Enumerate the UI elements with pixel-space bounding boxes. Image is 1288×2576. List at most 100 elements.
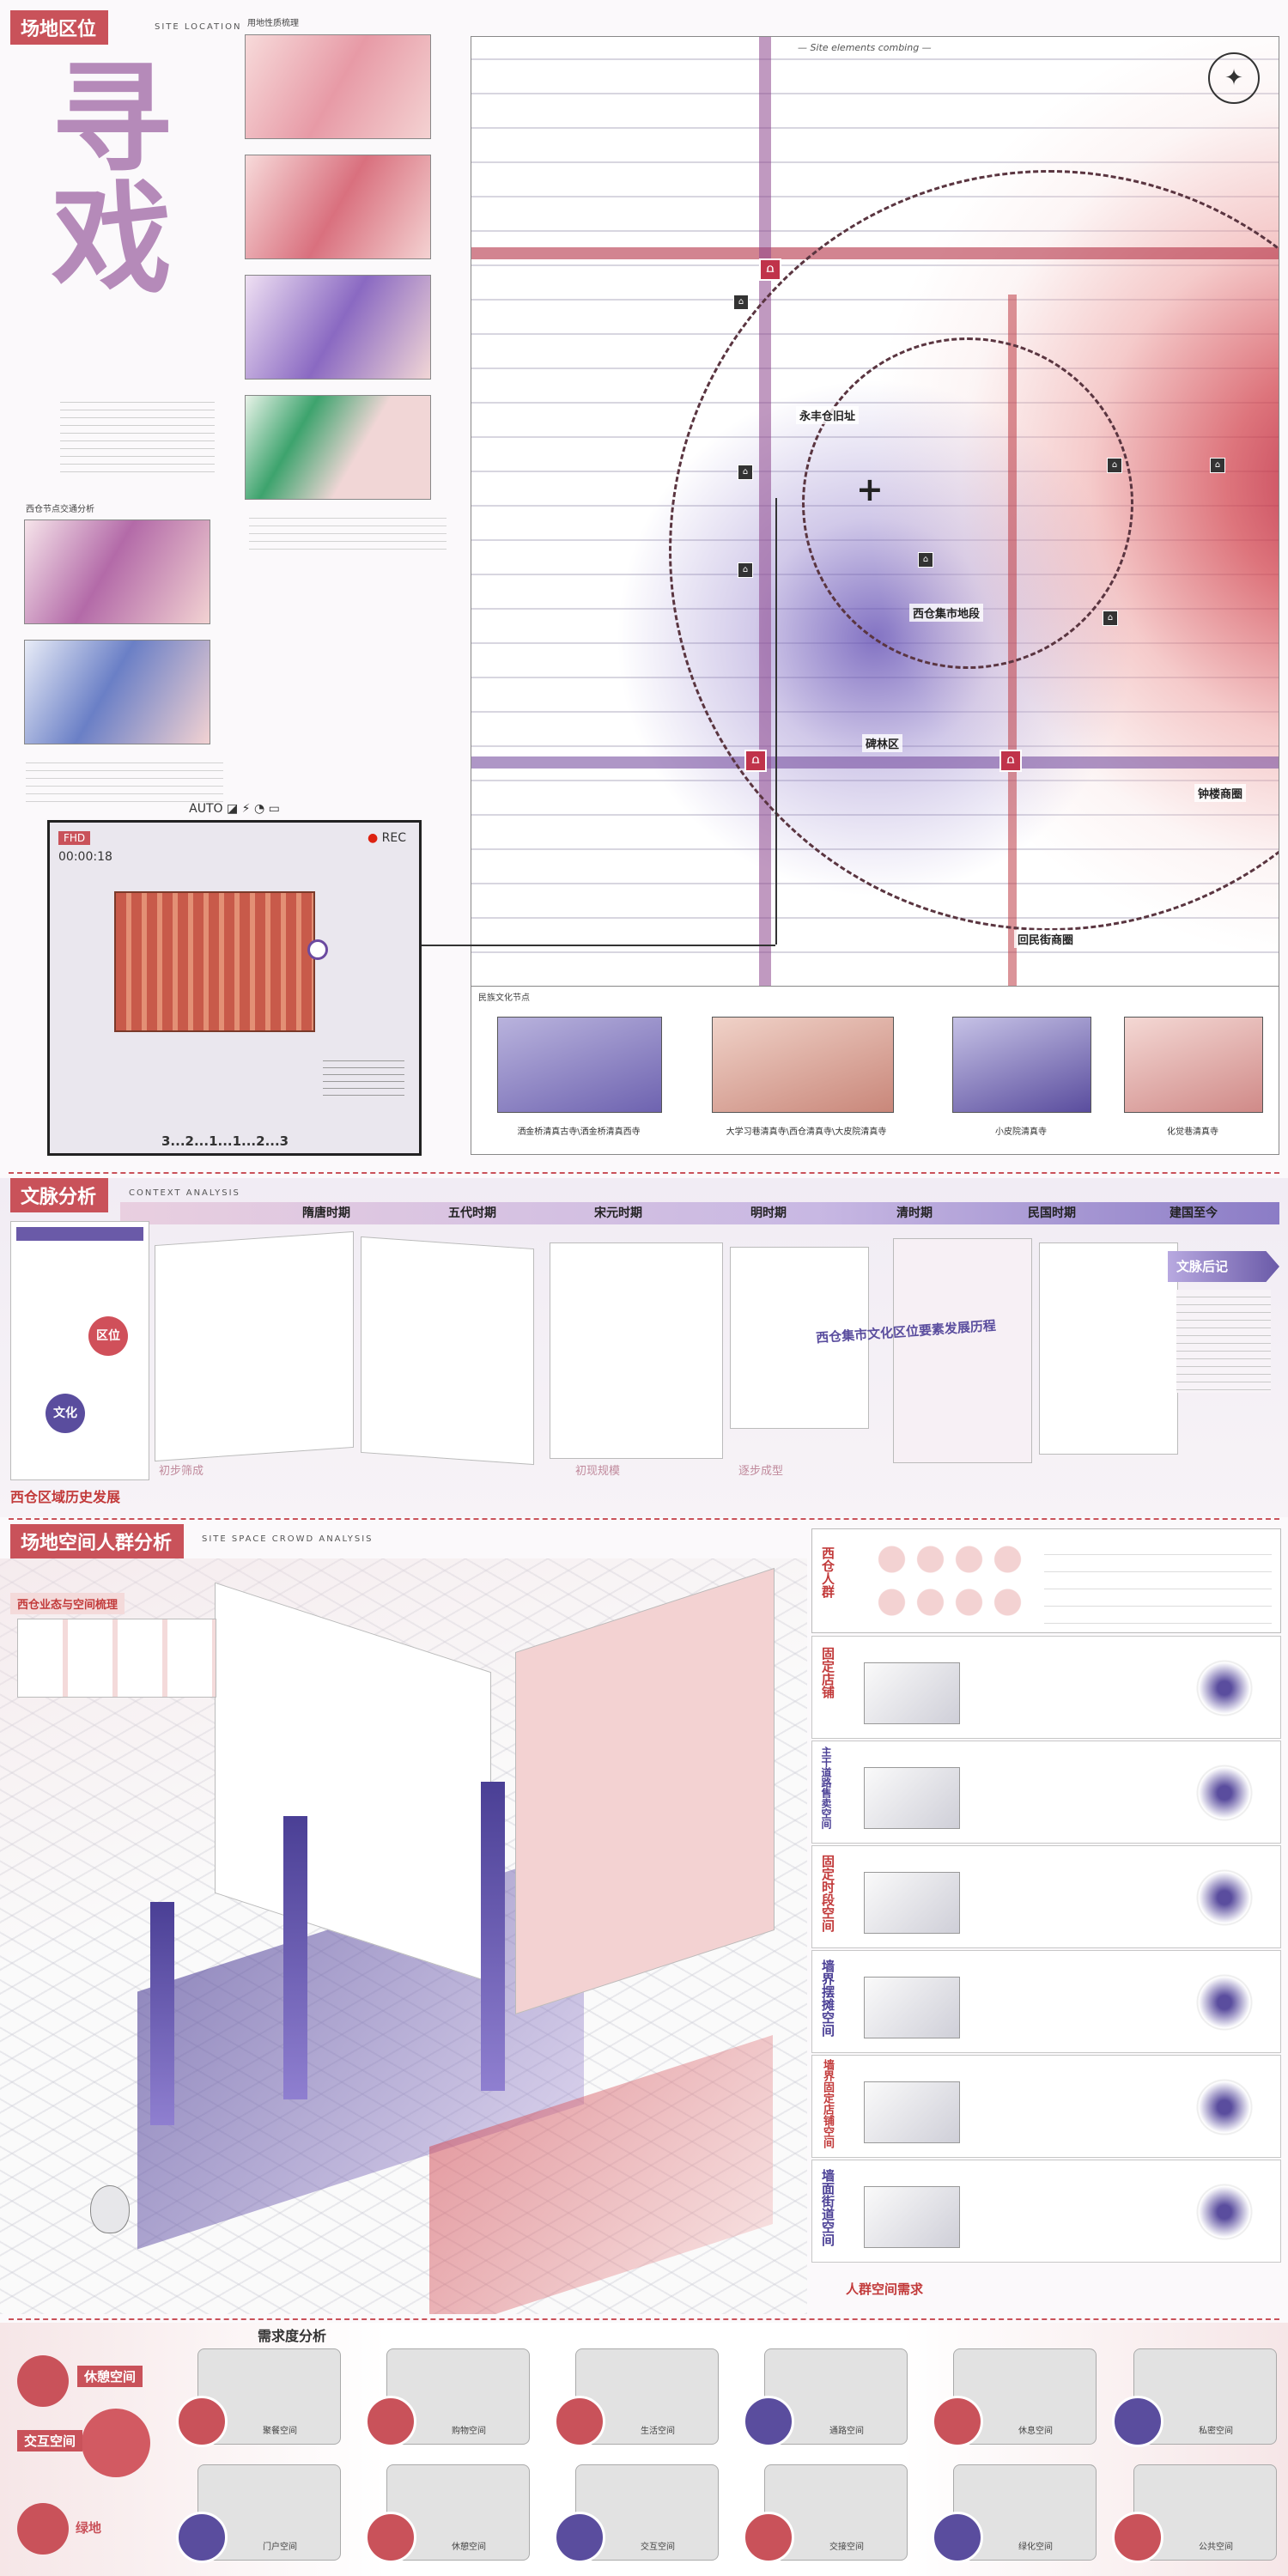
need-circle (932, 2396, 983, 2447)
landuse-map-1 (245, 34, 431, 139)
need-circle (1112, 2396, 1163, 2447)
label-yongfeng: 永丰仓旧址 (796, 406, 860, 424)
analysis-row: 墙界固定店铺空间 (811, 2055, 1281, 2158)
label-huimin: 回民街商圈 (1014, 930, 1078, 948)
section-title-en: SITE SPACE CROWD ANALYSIS (202, 1534, 374, 1544)
camera-focus-marker (307, 939, 328, 960)
need-card-label: 通路空间 (829, 2427, 864, 2436)
need-card-label: 生活空间 (641, 2427, 675, 2436)
label-beilin: 碑林区 (862, 734, 903, 752)
section-title: 场地空间人群分析 (10, 1524, 185, 1558)
period-label: 五代时期 (448, 1206, 496, 1220)
landuse-map-2 (245, 155, 431, 259)
history-label: 西仓区域历史发展 (10, 1489, 121, 1505)
row-building (864, 1872, 960, 1934)
demand-label-rest: 休憩空间 (77, 2366, 143, 2387)
mosque-photo-group-2 (712, 1017, 894, 1113)
crowd-panel: 西仓人群 (811, 1528, 1281, 1633)
gate-icon: ⩍ (759, 258, 781, 281)
demand-circle-green (17, 2503, 69, 2555)
traffic-label: 西仓节点交通分析 (26, 505, 94, 514)
camera-fhd-badge: FHD (58, 831, 91, 845)
row-star-diagram (1182, 1649, 1267, 1727)
left-label: 西仓业态与空间梳理 (10, 1593, 125, 1614)
mosque-photo-group-4 (1124, 1017, 1263, 1113)
row-star-diagram (1182, 1754, 1267, 1832)
rec-label: REC (381, 831, 407, 845)
section-demand: 需求度分析 休憩空间 交互空间 绿地 聚餐空间 购物空间 生活空间 通路空间 休… (0, 2323, 1288, 2576)
stage-label-3: 逐步成型 (738, 1465, 784, 1478)
period-label: 宋元时期 (594, 1206, 642, 1220)
analysis-row: 固定时段空间 (811, 1845, 1281, 1948)
tag-location: 区位 (88, 1316, 128, 1356)
map-caption: — Site elements combing — (798, 42, 932, 53)
camera-countdown: 3...2...1...1...2...3 (161, 1133, 289, 1149)
main-site-map: + ✦ — Site elements combing — 永丰仓旧址 西仓集市… (471, 36, 1279, 987)
iso-pillar-3 (150, 1902, 174, 2125)
mosque-photo-group-3 (952, 1017, 1091, 1113)
need-circle (365, 2512, 416, 2563)
crowd-label: 西仓人群 (820, 1546, 835, 1598)
need-circle (1112, 2512, 1163, 2563)
period-label: 清时期 (896, 1206, 933, 1220)
demand-circle-interact (82, 2409, 150, 2477)
need-circle (743, 2512, 794, 2563)
culture-nodes-label: 民族文化节点 (478, 993, 530, 1003)
period-label: 建国至今 (1170, 1206, 1218, 1220)
need-circle (176, 2512, 228, 2563)
big-title: 寻戏 (52, 50, 173, 310)
mosque-icon: ⌂ (1103, 611, 1118, 626)
need-card-label: 休息空间 (1018, 2427, 1053, 2436)
row-building (864, 2081, 960, 2143)
row-label: 主干道路售卖空间 (820, 1747, 832, 1829)
need-circle (176, 2396, 228, 2447)
need-card-label: 购物空间 (452, 2427, 486, 2436)
culture-nodes-strip: 民族文化节点 洒金桥清真古寺\洒金桥清真西寺 大学习巷清真寺\西仓清真寺\大皮院… (471, 986, 1279, 1155)
row-label: 墙界摆摊空间 (820, 1959, 835, 2037)
row-star-diagram (1182, 1964, 1267, 2041)
compass-icon: ✦ (1208, 52, 1260, 104)
need-circle (743, 2396, 794, 2447)
need-card-label: 交互空间 (641, 2543, 675, 2552)
camera-auto-label: AUTO (189, 802, 223, 816)
iso-pillar-1 (283, 1816, 307, 2099)
radius-circle-small (802, 337, 1133, 669)
divider-3 (9, 2318, 1279, 2320)
section-context: 文脉分析 CONTEXT ANALYSIS 隋唐时期 五代时期 宋元时期 明时期… (0, 1178, 1288, 1517)
bottom-label: 人群空间需求 (846, 2281, 924, 2297)
gate-icon: ⩍ (744, 750, 767, 772)
section-title-en: SITE LOCATION (155, 22, 242, 32)
right-arrow: 文脉后记 (1168, 1251, 1279, 1282)
camera-site-thumbnail (114, 891, 315, 1032)
period-label: 隋唐时期 (302, 1206, 350, 1220)
demand-label-interact: 交互空间 (17, 2430, 83, 2451)
context-panel-qing (893, 1238, 1032, 1463)
mosque-icon: ⌂ (918, 552, 933, 568)
mosque-icon: ⌂ (733, 295, 749, 310)
stage-label-1: 初步筛成 (159, 1465, 204, 1478)
camera-icons: ◪ ⚡ ◔ ▭ (227, 802, 280, 816)
right-text-block (1176, 1290, 1271, 1393)
stage-label-2: 初现规模 (575, 1465, 621, 1478)
camera-rec: ● REC (368, 831, 406, 845)
connector-line-v (775, 498, 777, 945)
row-label: 固定店铺 (820, 1647, 835, 1698)
connector-line-h (316, 945, 775, 946)
section-title-en: CONTEXT ANALYSIS (129, 1188, 240, 1198)
landuse-map-3 (245, 275, 431, 380)
mosque-caption-4: 化觉巷清真寺 (1167, 1127, 1218, 1137)
section-site-location: 场地区位 SITE LOCATION 寻戏 用地性质梳理 西仓节点交通分析 + … (0, 0, 1288, 1172)
need-card-label: 私密空间 (1199, 2427, 1233, 2436)
context-panel-ming (730, 1247, 869, 1429)
need-circle (554, 2512, 605, 2563)
mosque-icon: ⌂ (1107, 458, 1122, 473)
need-circle (365, 2396, 416, 2447)
row-building (864, 1977, 960, 2038)
camera-status-bar: AUTO ◪ ⚡ ◔ ▭ (50, 802, 419, 819)
shop-cards (17, 1619, 216, 1698)
label-zhonglou: 钟楼商圈 (1194, 784, 1247, 802)
need-card-label: 绿化空间 (1018, 2543, 1053, 2552)
crowd-avatars (872, 1538, 1027, 1624)
analysis-row: 墙界摆摊空间 (811, 1950, 1281, 2053)
divider-2 (9, 1518, 1279, 1520)
